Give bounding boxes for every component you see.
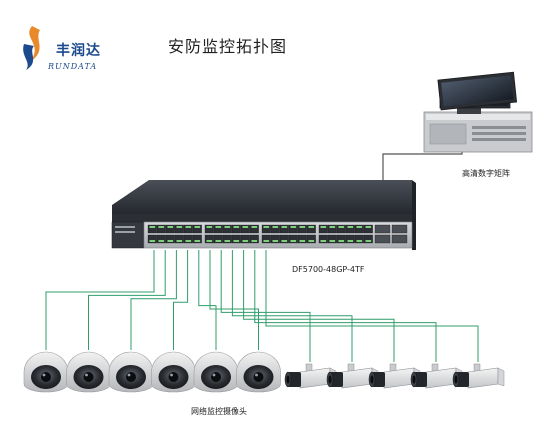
switch-model-label: DF5700-48GP-4TF <box>292 265 365 274</box>
dome-camera-icon <box>66 351 111 393</box>
switch-port <box>165 224 175 234</box>
switch-port <box>270 224 280 234</box>
page-title: 安防监控拓扑图 <box>168 37 288 56</box>
switch-port <box>165 234 175 244</box>
switch-port <box>183 224 193 234</box>
camera-link-line <box>209 250 259 350</box>
switch-port <box>249 234 259 244</box>
switch-port <box>270 234 280 244</box>
switch-port <box>213 224 223 234</box>
switch-port <box>288 234 298 244</box>
switch-port <box>318 234 328 244</box>
switch-port <box>288 224 298 234</box>
switch-sfp-port <box>391 234 408 244</box>
camera-group-label: 网络监控摄像头 <box>191 407 247 416</box>
switch-port <box>345 224 355 234</box>
switch-port <box>306 224 316 234</box>
brand-name-cn: 丰润达 <box>56 43 101 59</box>
switch-port <box>174 234 184 244</box>
camera-link-line <box>265 250 479 362</box>
switch-port <box>261 224 271 234</box>
camera-link-line <box>231 250 353 362</box>
switch-port <box>363 224 373 234</box>
switch-port <box>306 234 316 244</box>
switch-port <box>156 234 166 244</box>
switch-port <box>318 224 328 234</box>
dome-camera-icon <box>108 351 154 393</box>
dome-camera-icon <box>236 351 281 393</box>
camera-link-line <box>173 250 189 350</box>
switch-sfp-port <box>374 224 391 234</box>
switch-port <box>345 234 355 244</box>
switch-port <box>240 234 250 244</box>
dome-camera-icon <box>151 351 196 393</box>
camera-link-line <box>254 250 437 362</box>
switch-port <box>261 234 271 244</box>
camera-group <box>23 351 505 393</box>
box-camera-icon <box>452 363 505 389</box>
switch-port <box>147 224 157 234</box>
switch-port <box>222 224 232 234</box>
switch-port <box>336 234 346 244</box>
switch-port <box>240 224 250 234</box>
switch-port <box>192 224 202 234</box>
switch-port <box>204 224 214 234</box>
switch-port-group <box>147 224 408 244</box>
switch-port <box>327 224 337 234</box>
camera-link-line <box>88 250 166 350</box>
switch-port <box>279 224 289 234</box>
switch-sfp-port <box>374 234 391 244</box>
switch-port <box>354 224 364 234</box>
switch-port <box>297 234 307 244</box>
switch-port <box>327 234 337 244</box>
switch-port <box>174 224 184 234</box>
dome-camera-icon <box>23 351 69 393</box>
switch-port <box>222 234 232 244</box>
switch-port <box>354 234 364 244</box>
matrix-workstation <box>423 71 533 153</box>
switch-port <box>213 234 223 244</box>
switch-port <box>249 224 259 234</box>
network-switch <box>111 180 416 250</box>
switch-port <box>336 224 346 234</box>
camera-link-line <box>243 250 395 362</box>
brand-name-en: RUNDATA <box>48 62 98 71</box>
switch-port <box>204 234 214 244</box>
camera-link-line <box>130 250 177 350</box>
camera-link-line <box>198 250 217 350</box>
company-logo: 丰润达 RUNDATA <box>18 22 128 78</box>
camera-links <box>45 250 479 362</box>
switch-port <box>297 224 307 234</box>
dome-camera-icon <box>193 351 239 393</box>
switch-port <box>231 234 241 244</box>
uplink-line <box>382 148 463 182</box>
switch-sfp-port <box>391 224 408 234</box>
matrix-label: 高清数字矩阵 <box>462 169 510 178</box>
flame-logo-icon <box>23 26 40 70</box>
switch-port <box>231 224 241 234</box>
switch-port <box>156 224 166 234</box>
camera-link-line <box>45 250 155 350</box>
switch-port <box>279 234 289 244</box>
switch-port <box>192 234 202 244</box>
switch-port <box>363 234 373 244</box>
switch-port <box>147 234 157 244</box>
box-camera-icon <box>410 363 463 389</box>
switch-port <box>183 234 193 244</box>
